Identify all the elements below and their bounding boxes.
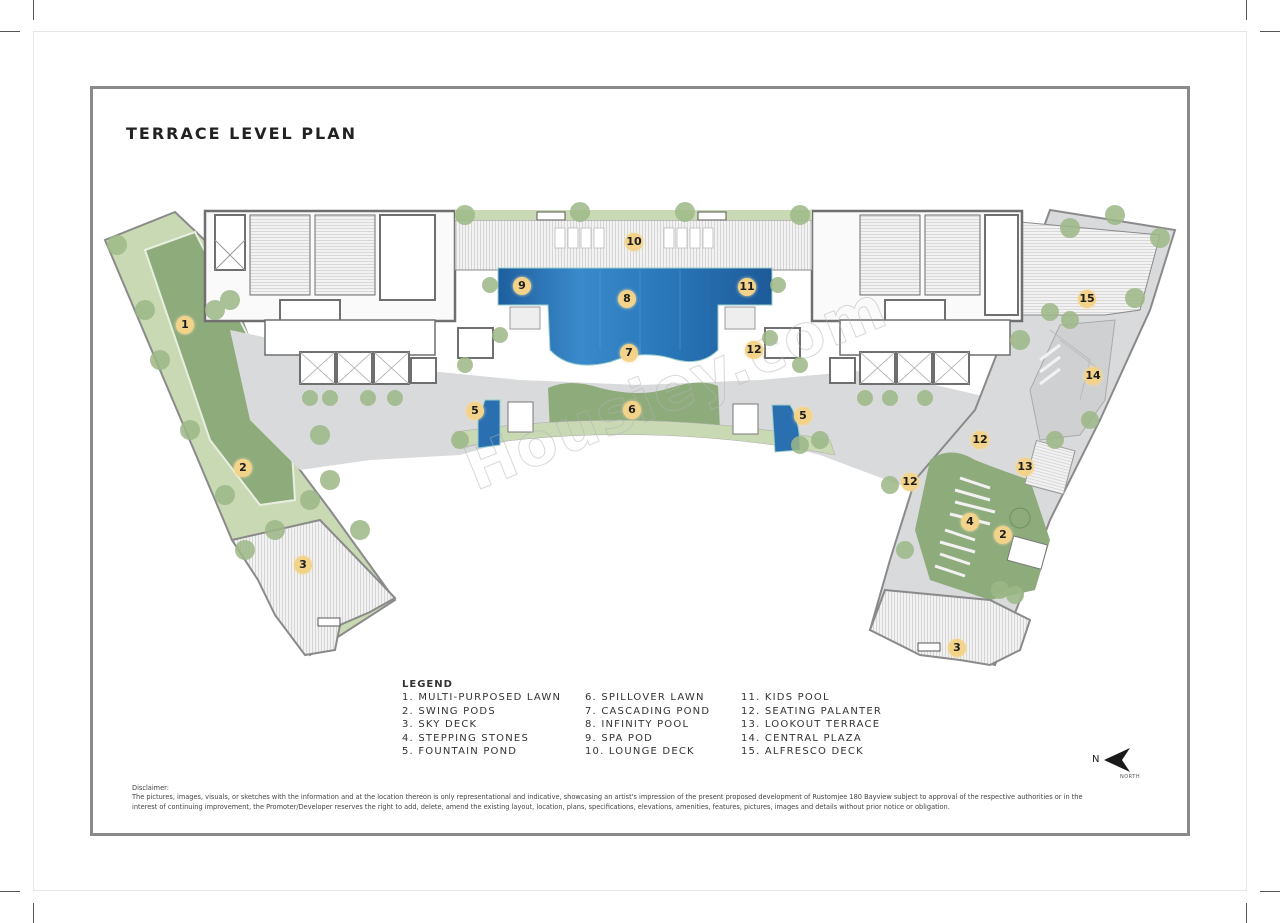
legend-item: 15. ALFRESCO DECK [741, 746, 864, 758]
marker-13: 13 [1016, 458, 1034, 476]
legend: LEGEND 1. MULTI-PURPOSED LAWN 2. SWING P… [402, 679, 901, 759]
marker-3: 3 [294, 556, 312, 574]
marker-7: 7 [620, 344, 638, 362]
legend-item: 1. MULTI-PURPOSED LAWN [402, 692, 562, 703]
legend-item: 5. FOUNTAIN POND [402, 746, 518, 758]
legend-item: 7. CASCADING POND [585, 705, 711, 717]
marker-10: 10 [625, 233, 643, 251]
disclaimer-heading: Disclaimer: [132, 784, 169, 792]
disclaimer: Disclaimer: The pictures, images, visual… [132, 784, 1092, 812]
marker-3: 3 [948, 639, 966, 657]
marker-14: 14 [1084, 367, 1102, 385]
legend-item: 9. SPA POD [585, 732, 654, 744]
crop-mark [0, 31, 20, 32]
marker-8: 8 [618, 290, 636, 308]
legend-item: 8. INFINITY POOL [585, 719, 690, 731]
legend-column-1: 1. MULTI-PURPOSED LAWN 2. SWING PODS 3. … [402, 691, 585, 759]
crop-mark [1260, 31, 1280, 32]
legend-item: 3. SKY DECK [402, 719, 478, 731]
marker-2: 2 [994, 526, 1012, 544]
page-border [33, 31, 1247, 891]
right-wing [868, 208, 1177, 667]
marker-1: 1 [176, 316, 194, 334]
legend-item: 4. STEPPING STONES [402, 732, 529, 744]
north-arrow-icon [1104, 748, 1130, 772]
crop-mark [1246, 0, 1247, 20]
north-label: NORTH [1120, 774, 1141, 780]
legend-column-2: 6. SPILLOVER LAWN 7. CASCADING POND 8. I… [585, 691, 741, 759]
north-indicator: N NORTH [1090, 744, 1140, 784]
marker-5: 5 [466, 402, 484, 420]
marker-11: 11 [738, 278, 756, 296]
marker-12: 12 [901, 473, 919, 491]
legend-item: 6. SPILLOVER LAWN [585, 692, 705, 703]
marker-9: 9 [513, 277, 531, 295]
marker-6: 6 [623, 401, 641, 419]
page-title: TERRACE LEVEL PLAN [126, 124, 358, 143]
marker-4: 4 [961, 513, 979, 531]
crop-mark [0, 891, 20, 892]
marker-5: 5 [794, 407, 812, 425]
marker-12: 12 [971, 431, 989, 449]
crop-mark [33, 903, 34, 923]
legend-item: 2. SWING PODS [402, 705, 496, 717]
marker-2: 2 [234, 459, 252, 477]
legend-item: 13. LOOKOUT TERRACE [741, 719, 881, 731]
trees [107, 202, 1170, 604]
plan-frame [90, 86, 1190, 836]
legend-item: 11. KIDS POOL [741, 692, 830, 703]
legend-title: LEGEND [402, 679, 453, 690]
marker-15: 15 [1078, 290, 1096, 308]
crop-mark [33, 0, 34, 20]
crop-mark [1246, 903, 1247, 923]
legend-column-3: 11. KIDS POOL 12. SEATING PALANTER 13. L… [741, 691, 901, 759]
legend-item: 14. CENTRAL PLAZA [741, 732, 862, 744]
crop-mark [1260, 891, 1280, 892]
disclaimer-text: The pictures, images, visuals, or sketch… [132, 793, 1083, 811]
marker-12: 12 [745, 341, 763, 359]
north-letter: N [1092, 754, 1100, 765]
legend-item: 12. SEATING PALANTER [741, 705, 883, 717]
legend-item: 10. LOUNGE DECK [585, 746, 695, 758]
building-core [203, 209, 1024, 385]
